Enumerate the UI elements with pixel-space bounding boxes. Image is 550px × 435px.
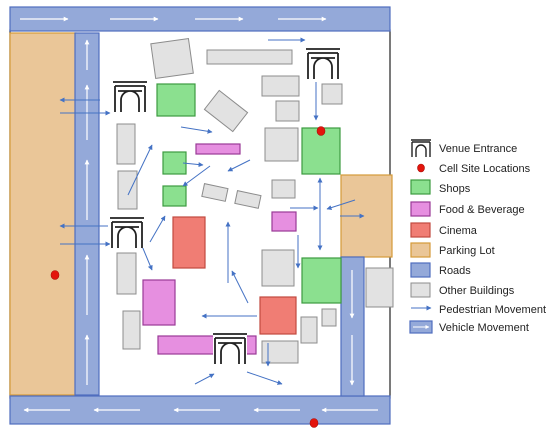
other-buildings (116, 37, 394, 364)
building (261, 75, 300, 97)
legend-food-swatch (410, 201, 431, 217)
building (264, 127, 299, 162)
legend-label: Other Buildings (439, 285, 515, 297)
legend-vehicle-arrow-icon (409, 320, 433, 334)
legend-parking-swatch (410, 242, 431, 258)
building (365, 267, 394, 308)
building (275, 100, 300, 122)
food-outlet (195, 143, 241, 155)
legend-label: Shops (439, 183, 471, 195)
venue-entrance-icon (306, 48, 340, 79)
legend-label: Parking Lot (439, 245, 495, 257)
cinema (259, 296, 297, 335)
legend-label: Venue Entrance (439, 143, 517, 155)
building (117, 170, 138, 210)
building (321, 308, 337, 327)
building (321, 83, 343, 105)
building (150, 37, 194, 80)
shop (162, 185, 187, 207)
legend-label: Roads (439, 265, 471, 277)
legend-label: Vehicle Movement (439, 322, 529, 334)
cell-site-icon (316, 126, 326, 136)
building (122, 310, 141, 350)
shop (301, 257, 342, 304)
building (201, 183, 229, 202)
legend-building-swatch (410, 282, 431, 298)
legend-shop-swatch (410, 179, 431, 195)
venue-entrances (110, 48, 340, 364)
shop (162, 151, 187, 175)
venue-entrance-icon (110, 217, 144, 248)
building (261, 340, 299, 364)
building (271, 179, 296, 199)
vehicle-arrows (20, 16, 378, 413)
building (261, 249, 295, 287)
legend-label: Food & Beverage (439, 204, 525, 216)
cell-sites (50, 126, 326, 428)
building (234, 190, 262, 209)
legend-venue-entrance-icon (411, 139, 431, 157)
cell-site-icon (50, 270, 60, 280)
legend-label: Cinema (439, 225, 478, 237)
road-east (340, 256, 365, 397)
building (206, 49, 293, 65)
venue-entrance-icon (213, 333, 247, 364)
legend: Venue Entrance Cell Site Locations Shops… (409, 139, 546, 334)
legend-cell-site-icon (417, 163, 425, 173)
building (116, 123, 136, 165)
pedestrian-arrows (59, 37, 365, 385)
legend-cinema-swatch (410, 222, 431, 238)
building (300, 316, 318, 344)
food-outlet (142, 279, 176, 326)
legend-label: Cell Site Locations (439, 163, 531, 175)
venue-entrance-icon (113, 81, 147, 112)
building (203, 89, 249, 133)
cell-site-icon (309, 418, 319, 428)
shop (156, 83, 196, 117)
building (116, 252, 137, 295)
legend-label: Pedestrian Movement (439, 304, 546, 316)
cinema (172, 216, 206, 269)
food-outlet (271, 211, 297, 232)
legend-road-swatch (410, 262, 431, 278)
parking-lot-west (9, 32, 77, 396)
cinemas (172, 216, 297, 335)
